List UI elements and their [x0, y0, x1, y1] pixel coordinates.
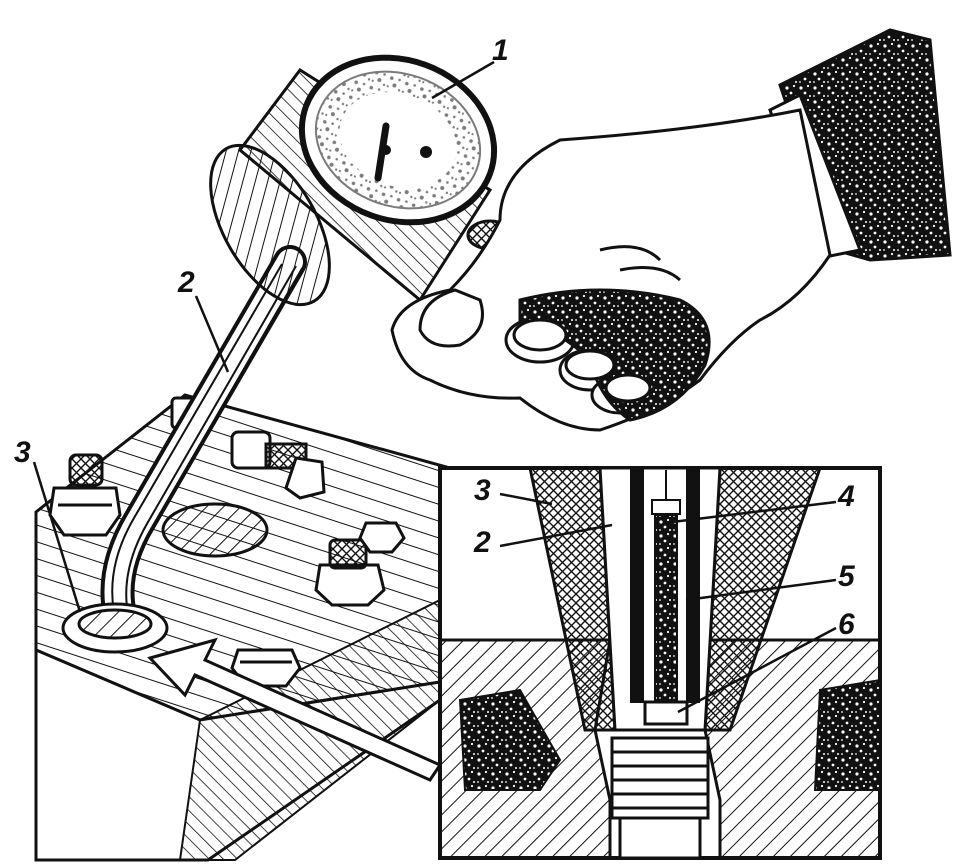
pressure-gauge-icon: [209, 54, 514, 307]
label-tube: 2: [177, 266, 195, 299]
main-leader-lines: [32, 60, 495, 613]
label-gauge: 1: [492, 34, 509, 67]
label-fitting: 3: [14, 436, 31, 469]
label-inset-cone: 3: [474, 474, 491, 507]
label-inset-valve: 4: [837, 480, 855, 513]
arrow-icon: [147, 637, 443, 782]
fitting-icon: [61, 602, 169, 654]
label-inset-body: 2: [473, 526, 491, 559]
label-inset-seat: 6: [838, 608, 855, 641]
hand-icon: [390, 28, 952, 432]
label-inset-rod: 5: [838, 560, 856, 593]
cross-section-icon: [438, 466, 882, 860]
